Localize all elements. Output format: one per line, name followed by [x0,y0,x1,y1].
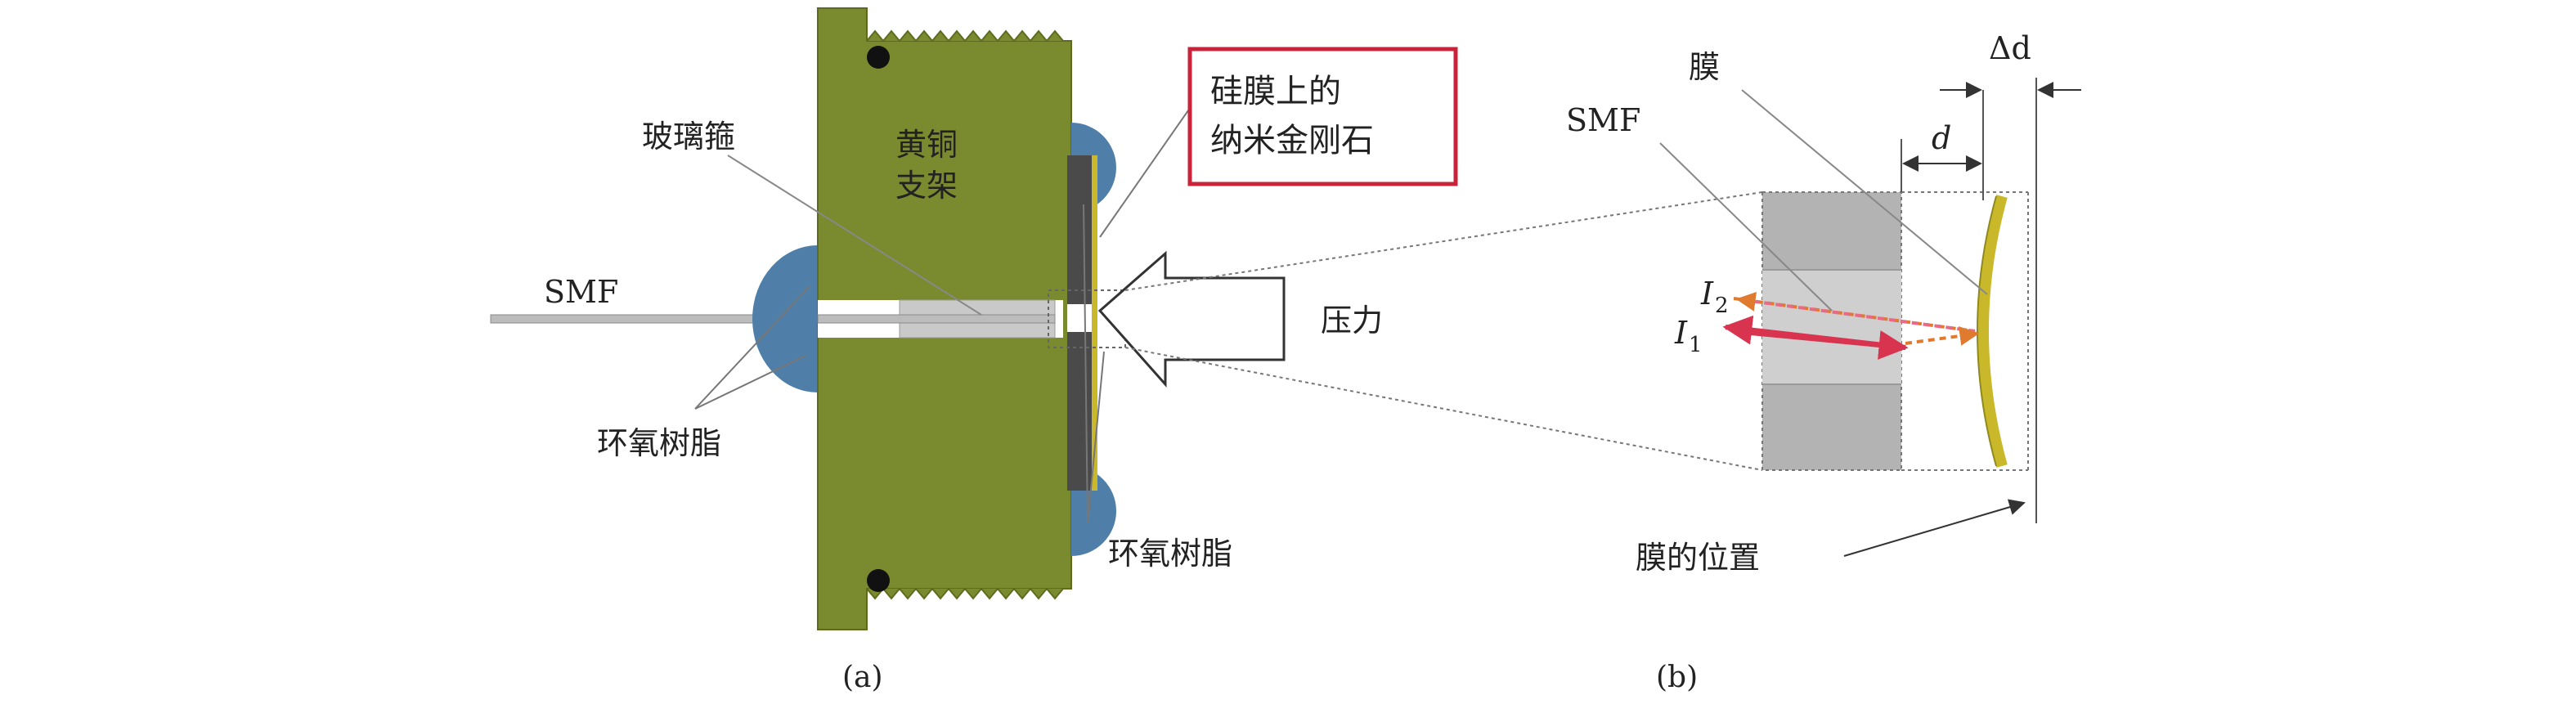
leader-epoxy-right-1 [1083,204,1088,524]
ray-i1-return [1722,315,1906,350]
fiber-inside [817,314,1056,324]
leader-ferrule [727,155,982,316]
projection-top [1124,191,1763,291]
label-i1: I [1674,315,1688,351]
label-ferrule: 玻璃箍 [642,119,735,155]
label-epoxy-right: 环氧树脂 [1108,536,1232,572]
projection-bottom [1124,347,1763,471]
leader-membrane [1741,89,1988,295]
label-epoxy-left: 环氧树脂 [597,425,721,461]
label-diamond-line2: 纳米金刚石 [1210,122,1374,159]
o-ring-top [867,46,890,69]
leader-epoxy-left-1 [694,285,810,410]
panel-b: SMF 膜 d Δd I 2 I 1 膜的位置 (b) [1124,30,2081,694]
ray-i2-to-membrane [1905,326,1980,346]
thread-bottom [866,587,1064,600]
delta-symbol: Δ [1989,30,2011,66]
leader-diamond [1099,101,1195,238]
fiber-core-band [1762,270,1901,384]
ray-i2-return [1735,291,1976,333]
thread-top [866,29,1064,43]
label-i1-sub: 1 [1689,333,1703,357]
label-i2-sub: 2 [1715,294,1729,318]
leader-epoxy-right-2 [1087,351,1105,524]
label-membrane: 膜 [1689,49,1720,85]
epoxy-left-drop [752,245,818,392]
membrane-curved [1977,195,2008,468]
pressure-arrow [1097,250,1286,388]
plate-opening [1067,304,1092,332]
ray-i2-forward [1733,297,1976,333]
label-membrane-position: 膜的位置 [1636,540,1760,576]
label-smf-a: SMF [544,274,618,310]
panel-label-b: (b) [1656,661,1698,694]
o-ring-bottom [867,569,890,592]
annotation-box [1187,47,1458,186]
membrane-strip-a [1092,155,1097,491]
panel-label-a: (a) [842,661,883,694]
label-holder-line2: 支架 [895,168,958,204]
label-smf-b: SMF [1566,102,1640,138]
panel-a: SMF 玻璃箍 黄铜 支架 环氧树脂 环氧树脂 硅膜上的 纳米金刚石 压力 (a… [490,7,1458,694]
label-holder-line1: 黄铜 [895,127,958,163]
leader-membrane-position [1843,499,2026,557]
label-gap-d: d [1932,120,1951,156]
delta-d-symbol: d [2011,30,2031,66]
label-delta-d: Δd [1989,30,2031,66]
label-i2: I [1700,276,1714,312]
leader-smf-b [1659,142,1833,312]
label-diamond-line1: 硅膜上的 [1210,73,1341,110]
label-pressure: 压力 [1321,303,1383,339]
leader-epoxy-left-2 [694,355,806,410]
